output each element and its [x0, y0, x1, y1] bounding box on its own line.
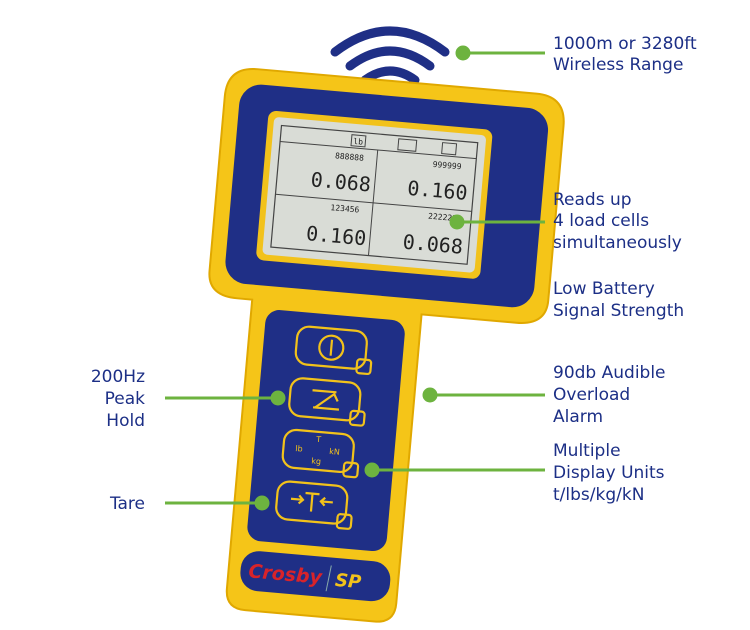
- cell-id: 123456: [330, 203, 360, 215]
- unit-tab: lb: [353, 137, 364, 147]
- svg-text:4 load cells: 4 load cells: [553, 211, 649, 231]
- callout-load-cells: Reads up 4 load cells simultaneously: [553, 190, 682, 253]
- callout-lines: [165, 45, 545, 511]
- sp-logo: SP: [334, 570, 362, 593]
- callout-alarm: 90db Audible Overload Alarm: [553, 363, 666, 427]
- svg-text:200Hz: 200Hz: [91, 367, 145, 387]
- power-button-icon: [318, 334, 345, 361]
- svg-text:kN: kN: [329, 447, 340, 457]
- svg-text:kg: kg: [311, 456, 321, 466]
- svg-text:Low Battery: Low Battery: [553, 279, 655, 299]
- svg-text:lb: lb: [295, 444, 303, 454]
- svg-text:Display Units: Display Units: [553, 463, 665, 483]
- svg-text:Wireless Range: Wireless Range: [553, 55, 683, 75]
- svg-text:simultaneously: simultaneously: [553, 233, 682, 253]
- svg-text:90db Audible: 90db Audible: [553, 363, 666, 383]
- cell-value: 0.160: [305, 221, 367, 250]
- svg-text:Signal Strength: Signal Strength: [553, 301, 684, 321]
- power-button[interactable]: [294, 325, 373, 376]
- peak-hold-button-icon: [312, 389, 340, 411]
- svg-text:Reads up: Reads up: [553, 190, 632, 210]
- cell-id: 999999: [432, 160, 462, 172]
- svg-text:t/lbs/kg/kN: t/lbs/kg/kN: [553, 485, 644, 505]
- tare-button[interactable]: [275, 480, 354, 530]
- svg-text:1000m or 3280ft: 1000m or 3280ft: [553, 34, 697, 54]
- cell-value: 0.068: [310, 167, 372, 196]
- svg-text:T: T: [315, 435, 322, 444]
- cell-value: 0.160: [406, 176, 468, 205]
- button-panel: [247, 310, 405, 552]
- logo-plate: [240, 551, 391, 602]
- svg-text:Overload: Overload: [553, 385, 630, 405]
- cell-id: 888888: [335, 151, 365, 163]
- wireless-signal-icon: [330, 26, 450, 85]
- callout-battery: Low Battery Signal Strength: [553, 279, 684, 321]
- svg-text:Alarm: Alarm: [553, 407, 603, 427]
- callout-units: Multiple Display Units t/lbs/kg/kN: [553, 441, 665, 505]
- svg-text:Multiple: Multiple: [553, 441, 621, 461]
- callout-wireless: 1000m or 3280ft Wireless Range: [553, 34, 697, 75]
- callout-peak-hold: 200Hz Peak Hold: [91, 367, 145, 431]
- tare-button-icon: [290, 491, 333, 512]
- units-button[interactable]: T lb kN kg: [281, 428, 360, 479]
- cell-id: 222222: [428, 212, 458, 224]
- device: lb 888888 0.068 999999 0.160 123456 0.16…: [208, 68, 565, 623]
- signal-strength-icon: [397, 138, 418, 152]
- battery-icon: [441, 142, 458, 156]
- cell-value: 0.068: [402, 230, 464, 259]
- svg-text:Peak: Peak: [105, 389, 146, 409]
- units-button-icon: T lb kN kg: [295, 435, 340, 467]
- svg-text:Hold: Hold: [106, 411, 145, 431]
- callout-tare: Tare: [109, 494, 145, 514]
- peak-hold-button[interactable]: [288, 377, 367, 427]
- svg-text:Tare: Tare: [109, 494, 145, 514]
